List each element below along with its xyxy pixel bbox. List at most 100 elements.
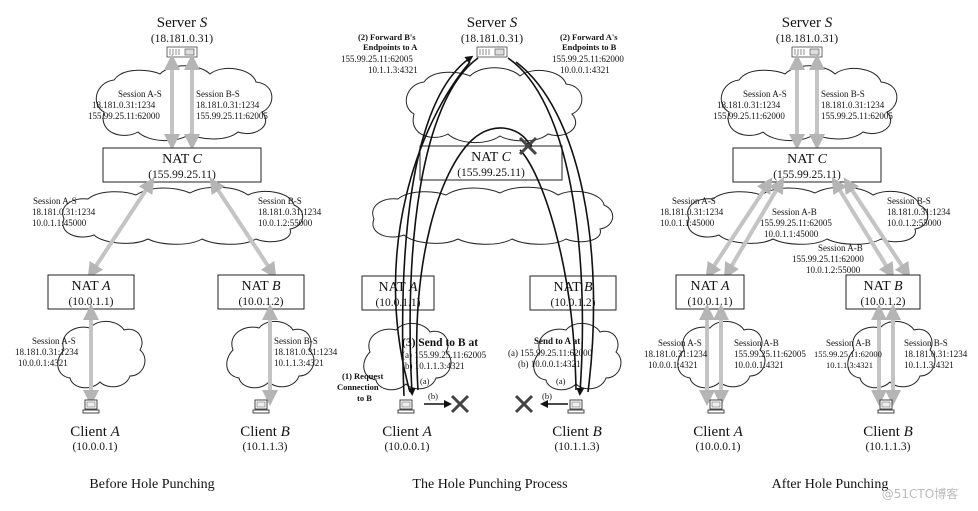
- session-label: Session A-S 18.181.0.31:1234 155.99.25.1…: [713, 89, 893, 121]
- client-b-ip: (10.1.1.3): [865, 441, 910, 453]
- panel-after: Server S (18.181.0.31) Session A-S 18.18…: [644, 15, 968, 492]
- nat-a-ip: (10.0.1.1): [68, 296, 113, 308]
- computer-icon: [567, 399, 585, 414]
- nat-c-label: NAT C: [787, 152, 827, 167]
- nat-c-ip: (155.99.25.11): [773, 169, 841, 181]
- client-a-ip: (10.0.0.1): [384, 441, 429, 453]
- svg-text:Session A-B: Session A-B: [818, 243, 863, 253]
- forward-label: (2) Forward B's Endpoints to A 155.99.25…: [341, 32, 624, 75]
- nat-a-box: [361, 275, 435, 311]
- nat-c-ip: (155.99.25.11): [457, 167, 525, 179]
- forward-curve: [515, 61, 595, 393]
- forward-endpoints-arrow: [507, 57, 585, 396]
- svg-text:18.181.0.31:1234: 18.181.0.31:1234: [32, 207, 96, 217]
- forward-endpoints-arrow: [407, 57, 479, 396]
- svg-text:10.0.1.1:45000: 10.0.1.1:45000: [764, 229, 819, 239]
- client-b-label: Client B: [863, 424, 913, 440]
- client-a-ip: (10.0.0.1): [695, 441, 740, 453]
- svg-text:Session B-S: Session B-S: [274, 336, 318, 346]
- svg-text:10.1.1.3:4321: 10.1.1.3:4321: [368, 65, 418, 75]
- server-icon: [476, 46, 508, 58]
- svg-text:10.1.1.3:4321: 10.1.1.3:4321: [274, 358, 324, 368]
- svg-text:155.99.25.11:62005: 155.99.25.11:62005: [760, 218, 832, 228]
- svg-text:Session A-S: Session A-S: [658, 338, 702, 348]
- panel-caption: After Hole Punching: [772, 477, 889, 492]
- server-ip: (18.181.0.31): [151, 33, 213, 45]
- send-to-a-curve: [519, 149, 577, 391]
- session-label: Session A-S 18.181.0.31:1234 10.0.0.1:43…: [15, 336, 338, 368]
- svg-text:155.99.25.11:62005: 155.99.25.11:62005: [734, 349, 806, 359]
- svg-text:Session A-S: Session A-S: [33, 196, 77, 206]
- svg-text:Send to A at: Send to A at: [534, 336, 580, 346]
- server-ip: (18.181.0.31): [461, 33, 523, 45]
- svg-text:(2) Forward B's: (2) Forward B's: [358, 32, 416, 42]
- svg-text:10.1.1.3:4321: 10.1.1.3:4321: [826, 360, 873, 370]
- nat-b-label: NAT B: [241, 279, 280, 294]
- nat-c-box: [732, 147, 882, 183]
- nat-b-ip: (10.0.1.2): [550, 297, 595, 309]
- client-a-ip: (10.0.0.1): [72, 441, 117, 453]
- svg-text:Session A-S: Session A-S: [672, 196, 716, 206]
- svg-text:Session B-S: Session B-S: [196, 89, 240, 99]
- nat-b-box: [217, 274, 305, 310]
- panel-process: Server S (18.181.0.31) NAT C (155.99.25.…: [337, 15, 624, 492]
- svg-text:18.181.0.31:1234: 18.181.0.31:1234: [274, 347, 338, 357]
- svg-text:18.181.0.31:1234: 18.181.0.31:1234: [887, 207, 951, 217]
- svg-text:10.0.1.2:55000: 10.0.1.2:55000: [806, 265, 861, 275]
- panel-before: Server S (18.181.0.31) Session A-S 18.18…: [15, 15, 338, 492]
- svg-text:(1) Request: (1) Request: [342, 371, 383, 381]
- svg-text:18.181.0.31:1234: 18.181.0.31:1234: [92, 100, 156, 110]
- svg-text:Session A-S: Session A-S: [118, 89, 162, 99]
- nat-a-label: NAT A: [378, 280, 417, 295]
- svg-text:(a) 155.99.25.11:62005: (a) 155.99.25.11:62005: [402, 350, 487, 360]
- nat-a-ip: (10.0.1.1): [687, 296, 732, 308]
- svg-text:10.0.1.1:45000: 10.0.1.1:45000: [660, 218, 715, 228]
- session-label: Session A-S 18.181.0.31:1234 10.0.1.1:45…: [660, 196, 951, 275]
- computer-icon: [397, 399, 415, 414]
- nat-b-box: [845, 274, 921, 310]
- client-a-label: Client A: [382, 424, 432, 440]
- svg-text:(3) Send to B at: (3) Send to B at: [402, 337, 478, 349]
- session-label: Session A-S 18.181.0.31:1234 155.99.25.1…: [88, 89, 268, 121]
- nat-c-box: [419, 145, 563, 181]
- nat-a-box: [675, 274, 745, 310]
- server-ip: (18.181.0.31): [776, 33, 838, 45]
- nat-b-ip: (10.0.1.2): [238, 296, 283, 308]
- panel-caption: Before Hole Punching: [89, 477, 214, 492]
- server-icon: [791, 46, 823, 58]
- send-label: (3) Send to B at (a) 155.99.25.11:62005 …: [402, 336, 593, 371]
- nat-b-label: NAT B: [863, 279, 902, 294]
- svg-text:10.0.0.1:4321: 10.0.0.1:4321: [560, 65, 610, 75]
- svg-text:10.0.1.2:55000: 10.0.1.2:55000: [258, 218, 313, 228]
- svg-text:18.181.0.31:1234: 18.181.0.31:1234: [644, 349, 708, 359]
- svg-text:10.0.0.1:4321: 10.0.0.1:4321: [734, 360, 784, 370]
- nat-a-label: NAT A: [690, 279, 729, 294]
- nat-c-box: [102, 147, 262, 183]
- computer-icon: [252, 399, 270, 414]
- nat-a-label: NAT A: [71, 279, 110, 294]
- svg-text:Session B-S: Session B-S: [904, 338, 948, 348]
- nat-b-ip: (10.0.1.2): [860, 296, 905, 308]
- nat-a-ip: (10.0.1.1): [375, 297, 420, 309]
- svg-text:155.99.25.11:62000: 155.99.25.11:62000: [713, 111, 785, 121]
- svg-text:Session B-S: Session B-S: [258, 196, 302, 206]
- server-title: Server S: [467, 15, 518, 31]
- nat-b-label: NAT B: [553, 280, 592, 295]
- forward-curve: [394, 61, 471, 393]
- tag-a: (a): [556, 376, 566, 386]
- send-to-b-arrow: [415, 127, 533, 391]
- tag-b: (b): [428, 391, 438, 401]
- session-label: Session A-S 18.181.0.31:1234 10.0.1.1:45…: [32, 196, 322, 228]
- svg-text:Connection: Connection: [337, 382, 379, 392]
- svg-text:18.181.0.31:1234: 18.181.0.31:1234: [717, 100, 781, 110]
- panel-caption: The Hole Punching Process: [412, 477, 567, 492]
- watermark: @51CTO博客: [882, 486, 958, 501]
- client-b-label: Client B: [552, 424, 602, 440]
- server-title: Server S: [782, 15, 833, 31]
- svg-text:10.0.0.1:4321: 10.0.0.1:4321: [648, 360, 698, 370]
- computer-icon: [877, 399, 895, 414]
- svg-text:155.99.25.11:62000: 155.99.25.11:62000: [792, 254, 864, 264]
- computer-icon: [707, 399, 725, 414]
- svg-text:18.181.0.31:1234: 18.181.0.31:1234: [15, 347, 79, 357]
- svg-text:(2) Forward A's: (2) Forward A's: [560, 32, 618, 42]
